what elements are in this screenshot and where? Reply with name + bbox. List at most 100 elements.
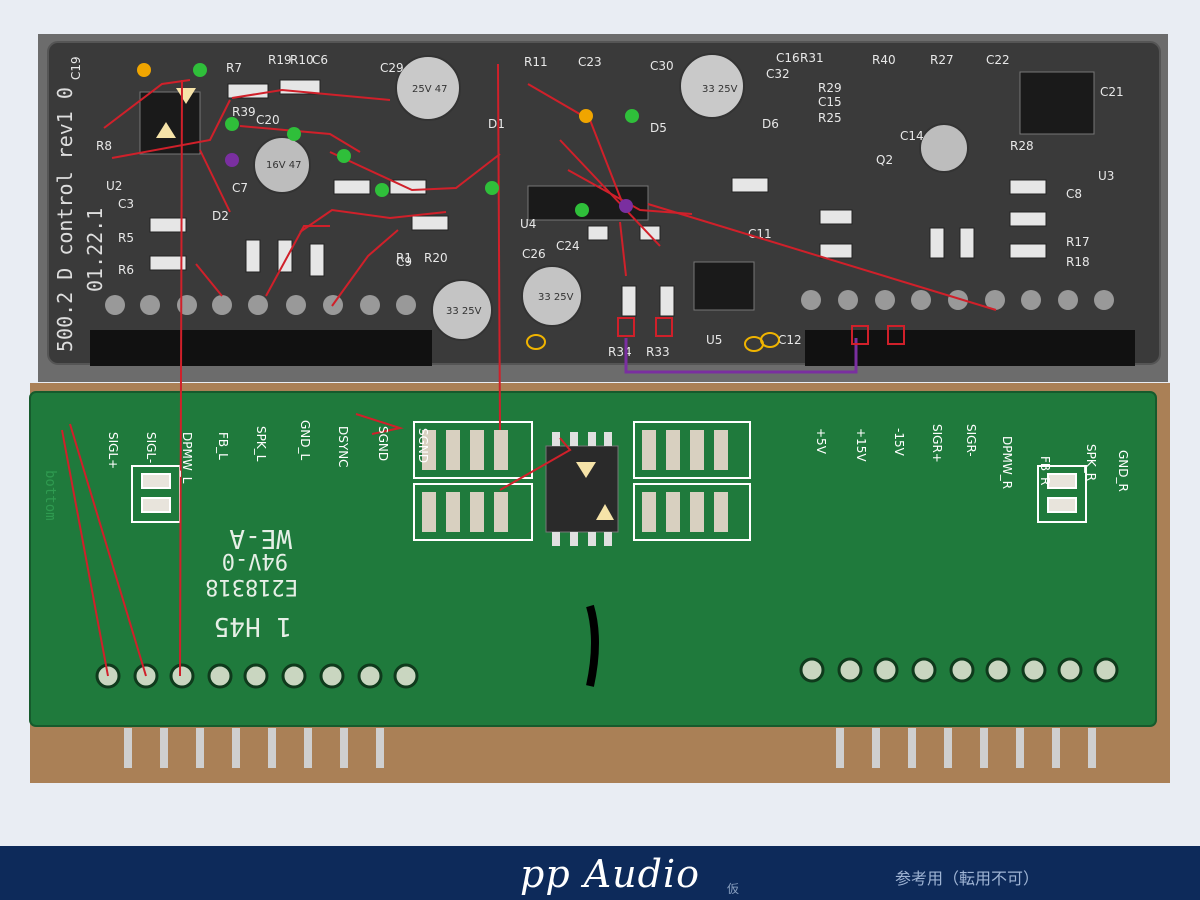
cap-label: 33 25V [538,292,574,303]
svg-text:C23: C23 [578,55,602,69]
svg-text:D6: D6 [762,117,779,131]
svg-text:C7: C7 [232,181,248,195]
brand-logo-text: pp Audio [520,852,701,896]
pin-label-sigr-minus: SIGR- [964,424,978,457]
pin-label-sigl-plus: SIGL+ [106,432,120,470]
svg-text:D5: D5 [650,121,667,135]
svg-text:E218318: E218318 [205,574,298,599]
svg-text:R39: R39 [232,105,256,119]
svg-text:R33: R33 [646,345,670,359]
svg-text:C6: C6 [312,53,328,67]
triangle-marker [596,504,614,520]
svg-text:R7: R7 [226,61,242,75]
pin-label-plus5v: +5V [814,428,828,454]
svg-text:C11: C11 [748,227,772,241]
marker-dots [137,63,639,217]
svg-text:U4: U4 [520,217,536,231]
svg-text:C12: C12 [778,333,802,347]
cap-label: 16V 47 [266,160,301,171]
svg-text:R20: R20 [424,251,448,265]
footer-bar [0,846,1200,900]
svg-text:R6: R6 [118,263,134,277]
svg-text:94V-0: 94V-0 [222,548,288,573]
pin-label-gnd-r: GND_R [1116,450,1130,492]
svg-text:U3: U3 [1098,169,1114,183]
svg-text:C9: C9 [396,255,412,269]
bottom-board-pcb [29,391,1157,727]
ref-designators: C19 R7 R19 R10 C6 C29 R11 C23 C30 C16 R3… [69,51,1124,359]
svg-text:R29: R29 [818,81,842,95]
board-title-silk: 500.2 D control rev1 0 [53,87,77,352]
pin-label-dpmw-r: DPMW_R [1000,436,1014,490]
svg-text:C20: C20 [256,113,280,127]
pin-label-sgnd: SGND [376,426,390,462]
top-ics [139,71,1095,311]
svg-text:C3: C3 [118,197,134,211]
svg-text:C14: C14 [900,129,924,143]
svg-text:D2: D2 [212,209,229,223]
svg-text:R34: R34 [608,345,632,359]
board-date-silk: 01.22.1 [83,208,107,292]
svg-text:U2: U2 [106,179,122,193]
bottom-pin-pads [95,657,1119,689]
pin-label-sigl-minus: SIGL- [144,432,158,464]
svg-text:R27: R27 [930,53,954,67]
cap-labels: 25V 47 16V 47 33 25V 33 25V 33 25V [266,84,738,317]
svg-text:C15: C15 [818,95,842,109]
svg-text:R19: R19 [268,53,292,67]
svg-text:R5: R5 [118,231,134,245]
bottom-side-text: bottom [42,470,58,521]
pin-label-dsync: DSYNC [336,426,350,468]
top-header-right [805,330,1135,366]
bottom-smd-parts [131,421,1087,541]
cap-label: 33 25V [702,84,738,95]
svg-text:R8: R8 [96,139,112,153]
pin-label-sigr-plus: SIGR+ [930,424,944,463]
svg-text:WE-A: WE-A [229,523,292,553]
pin-label-fb-l: FB_L [216,432,230,460]
purple-trace [624,338,858,374]
bottom-marks: WE-A 94V-0 E218318 1 H45 [205,523,298,641]
pin-label-gnd-l: GND_L [298,420,312,461]
svg-text:R11: R11 [524,55,548,69]
bottom-ic-pins [552,432,612,546]
pin-label-fb-r: FB_R [1038,456,1052,486]
svg-text:R28: R28 [1010,139,1034,153]
yellow-rings [526,332,780,352]
reference-notice: 参考用（転用不可） [895,869,1040,888]
svg-text:C8: C8 [1066,187,1082,201]
svg-text:U5: U5 [706,333,722,347]
svg-text:C29: C29 [380,61,404,75]
pin-label-sgnd-2: SGND [416,428,430,464]
bottom-pins [124,728,1096,768]
svg-text:C21: C21 [1100,85,1124,99]
svg-text:C30: C30 [650,59,674,73]
pen-mark [586,604,599,687]
svg-text:C22: C22 [986,53,1010,67]
svg-text:C19: C19 [69,56,83,80]
triangle-marker [156,122,176,138]
svg-text:R31: R31 [800,51,824,65]
svg-text:R40: R40 [872,53,896,67]
svg-text:C16: C16 [776,51,800,65]
bottom-resistor-row [422,430,728,532]
triangle-marker [576,462,596,478]
svg-text:R10: R10 [290,53,314,67]
svg-text:C24: C24 [556,239,580,253]
svg-text:R18: R18 [1066,255,1090,269]
pin-label-plus15v: +15V [854,428,868,462]
cap-label: 33 25V [446,306,482,317]
brand-sub-text: 仮 [727,882,740,896]
svg-text:C26: C26 [522,247,546,261]
top-header-left [90,330,432,366]
pin-label-spk-l: SPK_L [254,426,268,462]
cap-label: 25V 47 [412,84,447,95]
top-capacitors [253,53,969,341]
svg-text:R25: R25 [818,111,842,125]
pin-label-spk-r: SPK_R [1084,444,1098,482]
svg-text:1 H45: 1 H45 [214,611,292,641]
svg-text:R1: R1 [396,251,412,265]
red-traces [61,63,997,677]
top-header-pins [105,290,1114,315]
